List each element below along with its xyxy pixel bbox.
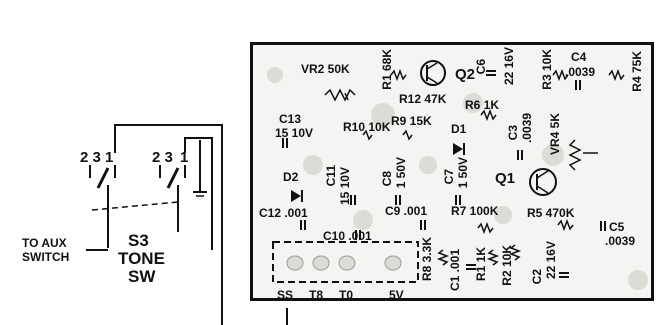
wire-outer-frame: [114, 124, 223, 325]
resistor-r10: [362, 129, 373, 141]
resistor-r7: [477, 221, 494, 235]
label-c11: C11: [324, 165, 338, 187]
transistor-q1-symbol: [529, 168, 557, 196]
label-c5-value: .0039: [605, 234, 636, 248]
label-r12: R12 47K: [399, 92, 447, 106]
wire-inner-frame: [184, 137, 213, 250]
label-c7: C7: [442, 169, 456, 185]
label-c8-value: 1 50V: [394, 157, 408, 189]
resistor-r5: [557, 218, 574, 232]
label-r7: R7 100K: [451, 204, 499, 218]
label-c5: C5: [609, 220, 625, 234]
label-r6: R6 1K: [465, 98, 500, 112]
pot-vr2-symbol: [324, 88, 356, 102]
label-r1: R1 68K: [380, 49, 394, 90]
resistor-r4: [608, 68, 625, 82]
connector-pin-t8: T8: [309, 288, 324, 301]
label-c4-value: .0039: [565, 65, 596, 79]
resistor-r9: [402, 129, 413, 141]
label-vr4: VR4 5K: [548, 113, 562, 156]
label-c1: C1 .001: [448, 249, 462, 292]
label-vr2: VR2 50K: [301, 62, 350, 76]
connector-pin-t0: T0: [339, 288, 354, 301]
label-r2: R2 10K: [500, 245, 514, 286]
label-c3-value: .0039: [520, 113, 534, 144]
label-q2: Q2: [455, 66, 476, 83]
label-c12: C12 .001: [259, 206, 308, 220]
to-aux-label-line2: SWITCH: [22, 250, 70, 264]
label-c10: C10 .001: [323, 229, 372, 243]
resistor-r8: [436, 249, 450, 266]
board-artwork: [267, 60, 648, 290]
to-aux-label-line1: TO AUX: [22, 236, 67, 250]
label-c6: C6: [474, 59, 488, 75]
resistor-r3: [552, 68, 569, 82]
label-c13-value: 15 10V: [275, 126, 314, 140]
switch-designator: S3: [128, 231, 149, 250]
switch-right-pin-label-1: 1: [180, 149, 189, 166]
mechanical-link: [91, 201, 179, 211]
label-r1b: R1 1K: [474, 247, 488, 282]
label-c8: C8: [380, 171, 394, 187]
switch-blade-left: [96, 167, 110, 189]
switch-left-pin-labels: 2 3 1: [80, 149, 114, 166]
label-c2-value: 22 16V: [544, 241, 558, 280]
label-c6-value: 22 16V: [502, 47, 516, 86]
label-r8: R8 3.3K: [420, 237, 434, 282]
switch-right-pin-labels: 2 3: [152, 149, 173, 166]
diode-d2: [291, 190, 301, 202]
connector-pin-ss: SS: [277, 288, 294, 301]
switch-name-line1: TONE: [118, 249, 165, 268]
resistor-r6: [480, 108, 497, 122]
resistor-r1b: [486, 249, 500, 266]
label-r10: R10 10K: [343, 120, 391, 134]
resistor-r1: [390, 68, 407, 82]
connector-pin-5v: 5V: [389, 288, 404, 301]
label-d2: D2: [283, 170, 299, 184]
label-c9: C9 .001: [385, 204, 428, 218]
label-c4: C4: [571, 50, 587, 64]
label-c7-value: 1 50V: [456, 157, 470, 189]
transistor-q2-symbol: [420, 60, 446, 86]
label-c2: C2: [530, 269, 544, 285]
switch-name-line2: SW: [128, 267, 156, 286]
label-q1: Q1: [495, 170, 516, 187]
label-r9: R9 15K: [391, 114, 432, 128]
connector-outline: [272, 241, 419, 283]
label-r3: R3 10K: [540, 49, 554, 90]
diode-d1: [453, 143, 463, 155]
label-c13: C13: [279, 112, 302, 126]
switch-blade-right: [166, 167, 180, 189]
label-r4: R4 75K: [630, 51, 644, 92]
pot-vr4-symbol: [568, 139, 582, 171]
label-c11-value: 15 10V: [338, 167, 352, 206]
pc-board: VR2 50K R1 68K Q2 C6 22 16V R3 10K C4 .0…: [250, 42, 654, 301]
label-c3: C3: [506, 125, 520, 141]
label-d1: D1: [451, 122, 467, 136]
label-r5: R5 470K: [527, 206, 575, 220]
resistor-r2: [508, 244, 522, 261]
